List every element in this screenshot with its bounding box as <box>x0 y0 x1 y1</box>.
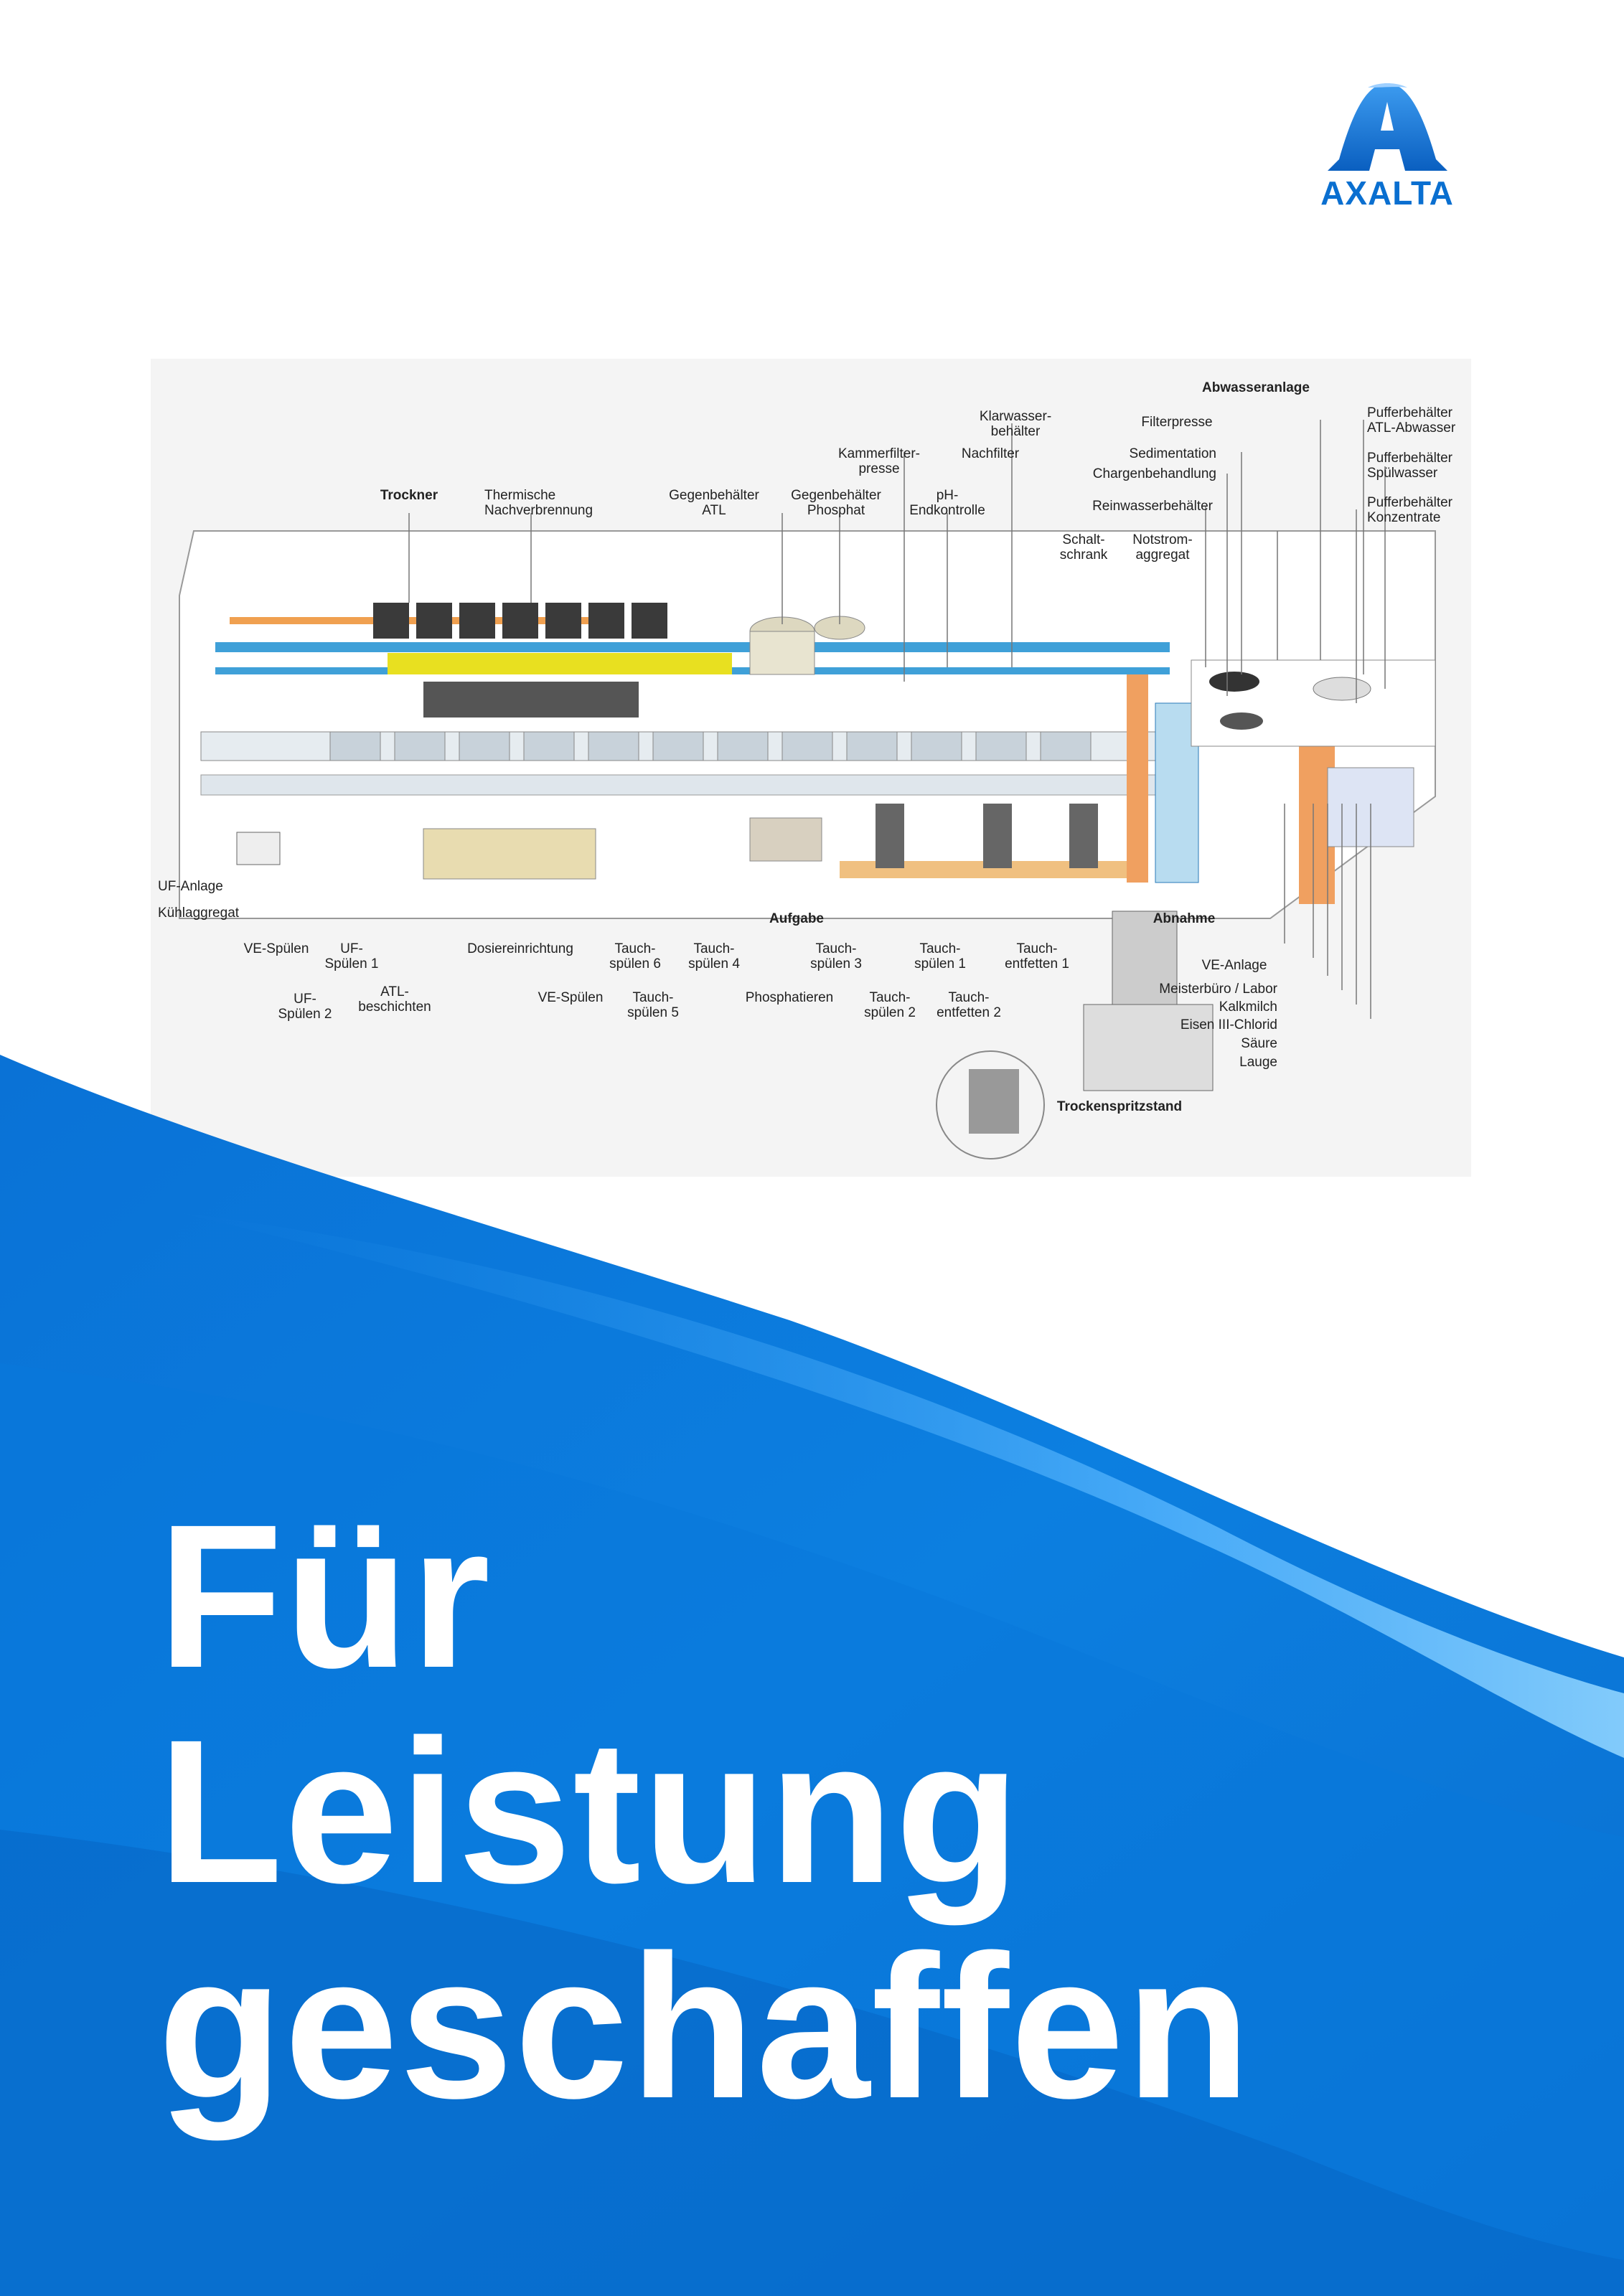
label-atl-beschichten: ATL- beschichten <box>358 984 431 1015</box>
label-reinwasserbehaelter: Reinwasserbehälter <box>1092 499 1213 514</box>
label-tauchentfetten-1: Tauch- entfetten 1 <box>1005 941 1069 971</box>
label-schaltschrank: Schalt- schrank <box>1059 532 1108 563</box>
label-tauchspuelen-5: Tauch- spülen 5 <box>627 990 679 1020</box>
label-thermische-nachverbrennung: Thermische Nachverbrennung <box>484 488 593 518</box>
label-uf-spuelen-1: UF- Spülen 1 <box>324 941 379 971</box>
label-uf-anlage: UF-Anlage <box>158 879 223 894</box>
plant-illustration <box>151 359 1471 1177</box>
label-lauge: Lauge <box>1239 1055 1277 1070</box>
headline-line-2: Leistung <box>158 1698 1022 1926</box>
axalta-logo: AXALTA <box>1305 80 1470 212</box>
label-tauchspuelen-4: Tauch- spülen 4 <box>688 941 740 971</box>
label-chargenbehandlung: Chargenbehandlung <box>1092 466 1216 481</box>
label-ph-endkontrolle: pH- Endkontrolle <box>909 488 985 518</box>
label-pufferbehaelter-atl: Pufferbehälter ATL-Abwasser <box>1367 405 1456 436</box>
label-filterpresse: Filterpresse <box>1141 415 1213 430</box>
label-pufferbehaelter-spuel: Pufferbehälter Spülwasser <box>1367 451 1453 481</box>
label-tauchspuelen-1: Tauch- spülen 1 <box>914 941 966 971</box>
axalta-logo-mark-icon <box>1328 83 1447 171</box>
headline: Für Leistung geschaffen <box>158 1489 1378 2135</box>
label-gegenbehaelter-phosphat: Gegenbehälter Phosphat <box>791 488 881 518</box>
label-aufgabe: Aufgabe <box>769 911 824 926</box>
label-abnahme: Abnahme <box>1153 911 1216 926</box>
label-phosphatieren: Phosphatieren <box>745 990 834 1005</box>
label-trockenspritzstand: Trockenspritzstand <box>1056 1099 1183 1114</box>
label-tauchspuelen-2: Tauch- spülen 2 <box>864 990 916 1020</box>
label-gegenbehaelter-atl: Gegenbehälter ATL <box>669 488 759 518</box>
label-notstromaggregat: Notstrom- aggregat <box>1132 532 1193 563</box>
label-meisterbuero: Meisterbüro / Labor <box>1159 982 1277 997</box>
label-ve-anlage: VE-Anlage <box>1201 958 1267 973</box>
label-klarwasserbehaelter: Klarwasser- behälter <box>979 409 1052 439</box>
label-uf-spuelen-2: UF- Spülen 2 <box>278 992 332 1022</box>
label-trockner: Trockner <box>380 488 438 503</box>
label-kuehlaggregat: Kühlaggregat <box>158 905 240 921</box>
label-tauchentfetten-2: Tauch- entfetten 2 <box>937 990 1001 1020</box>
label-kalkmilch: Kalkmilch <box>1219 999 1277 1015</box>
label-abwasseranlage: Abwasseranlage <box>1202 380 1310 395</box>
label-sedimentation: Sedimentation <box>1129 446 1216 461</box>
label-ve-spuelen-2: VE-Spülen <box>538 990 604 1005</box>
headline-line-1: Für <box>158 1482 492 1711</box>
label-ve-spuelen-1: VE-Spülen <box>243 941 309 956</box>
headline-line-3: geschaffen <box>158 1913 1252 2141</box>
plant-diagram: Abwasseranlage Pufferbehälter ATL-Abwass… <box>151 359 1471 1177</box>
label-eisen-chlorid: Eisen III-Chlorid <box>1180 1017 1277 1032</box>
label-saeure: Säure <box>1241 1036 1277 1051</box>
label-pufferbehaelter-konzentrate: Pufferbehälter Konzentrate <box>1367 495 1453 525</box>
label-kammerfilterpresse: Kammerfilter- presse <box>837 446 920 476</box>
label-tauchspuelen-3: Tauch- spülen 3 <box>810 941 862 971</box>
brand-name: AXALTA <box>1320 174 1454 212</box>
label-dosiereinrichtung: Dosiereinrichtung <box>467 941 573 956</box>
label-nachfilter: Nachfilter <box>961 446 1020 461</box>
label-tauchspuelen-6: Tauch- spülen 6 <box>609 941 661 971</box>
